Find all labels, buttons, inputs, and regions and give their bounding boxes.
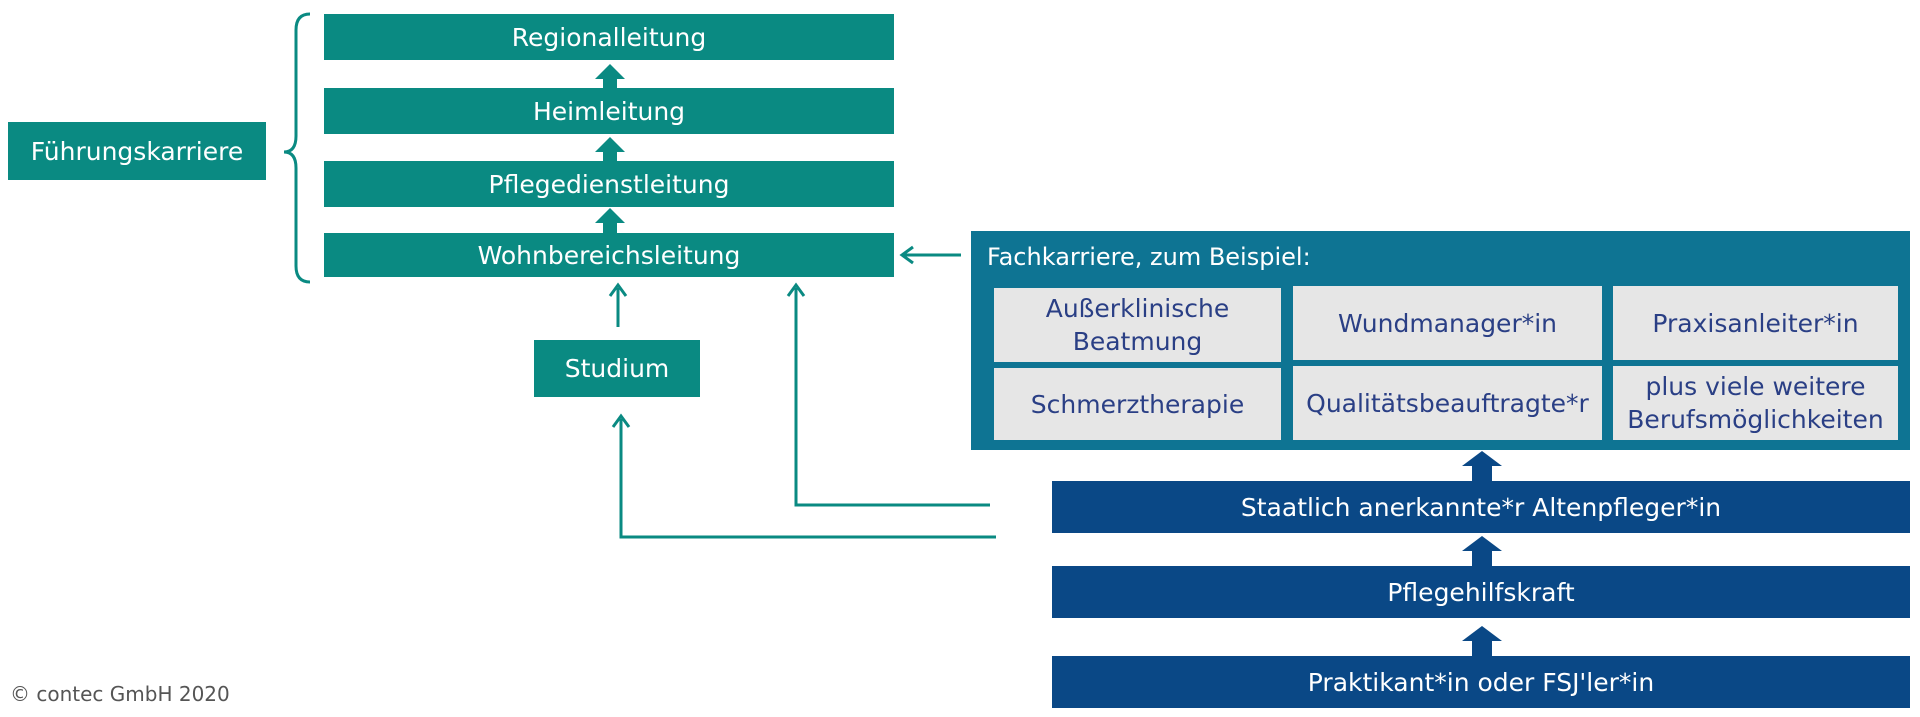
arrow-up-wbl-to-pdl [595, 208, 625, 233]
arrow-altenpfleger-to-studium [619, 419, 996, 539]
leadership-label: Führungskarriere [8, 122, 266, 180]
arrow-up-praktikant-to-hilfskraft [1462, 626, 1502, 656]
level-wohnbereichsleitung: Wohnbereichsleitung [324, 233, 894, 277]
arrow-head-altenpfleger-to-studium [611, 413, 631, 428]
fach-item-praxisanleiter: Praxisanleiter*in [1613, 286, 1898, 360]
fach-item-wundmanager: Wundmanager*in [1293, 286, 1602, 360]
fach-item-qualitaetsbeauftragte: Qualitätsbeauftragte*r [1293, 366, 1602, 440]
studium-box: Studium [534, 340, 700, 397]
arrow-up-hilfskraft-to-altenpfleger [1462, 536, 1502, 566]
arrow-up-pdl-to-heim [595, 137, 625, 161]
fach-item-schmerztherapie: Schmerztherapie [994, 368, 1281, 440]
fachkarriere-panel: Fachkarriere, zum Beispiel: Außerklinisc… [971, 231, 1910, 450]
arrow-up-altenpfleger-to-fach [1462, 451, 1502, 481]
copyright-text: © contec GmbH 2020 [10, 682, 230, 706]
arrow-head-studium-to-wbl [608, 282, 628, 297]
level-altenpfleger: Staatlich anerkannte*r Altenpfleger*in [1052, 481, 1910, 533]
arrow-head-fach-to-wbl [899, 245, 914, 265]
fachkarriere-title: Fachkarriere, zum Beispiel: [987, 243, 1311, 271]
level-heimleitung: Heimleitung [324, 88, 894, 134]
fach-item-beatmung: Außerklinische Beatmung [994, 288, 1281, 362]
level-pflegedienstleitung: Pflegedienstleitung [324, 161, 894, 207]
arrow-head-altenpfleger-to-wbl [786, 282, 806, 297]
arrow-altenpfleger-to-wbl [794, 288, 990, 507]
level-praktikant: Praktikant*in oder FSJ'ler*in [1052, 656, 1910, 708]
level-regionalleitung: Regionalleitung [324, 14, 894, 60]
leadership-brace [283, 12, 311, 284]
arrow-up-heim-to-regional [595, 64, 625, 88]
level-pflegehilfskraft: Pflegehilfskraft [1052, 566, 1910, 618]
fach-item-weitere: plus viele weitere Berufsmöglichkeiten [1613, 366, 1898, 440]
